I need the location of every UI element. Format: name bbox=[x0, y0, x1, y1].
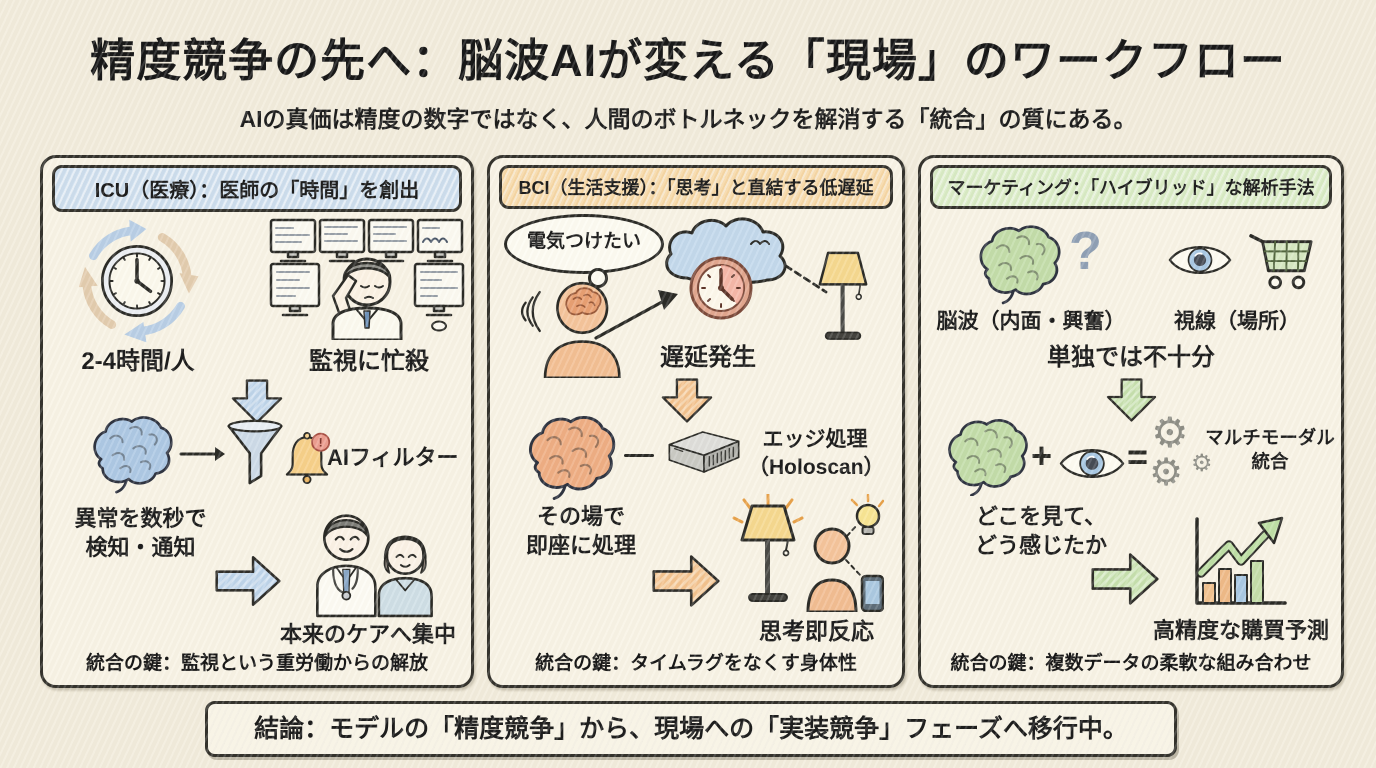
thought-person-icon bbox=[520, 281, 621, 378]
panel-icu: ICU（医療）：医師の「時間」を創出 bbox=[40, 155, 474, 688]
question-mark: ? bbox=[1069, 221, 1102, 281]
panel-bci: BCI（生活支援）：「思考」と直結する低遅延 電気つけたい bbox=[487, 155, 905, 688]
down-arrow-icon bbox=[658, 378, 716, 423]
bell-badge-text: ! bbox=[319, 436, 323, 450]
mkt-label-predict: 高精度な購買予測 bbox=[1152, 618, 1329, 643]
brain-icon bbox=[520, 412, 620, 500]
gear-icon: ⚙ bbox=[1191, 450, 1213, 477]
page-title: 精度競争の先へ：脳波AIが変える「現場」のワークフロー bbox=[90, 35, 1286, 86]
bci-label-edge: エッジ処理 （Holoscan） bbox=[748, 428, 885, 479]
panel-bci-footer: 統合の鍵：タイムラグをなくす身体性 bbox=[535, 653, 857, 674]
cycle-clock-icon bbox=[78, 219, 199, 343]
arrow-right-thin-icon bbox=[179, 447, 225, 461]
mkt-label-alone: 単独では不十分 bbox=[1047, 344, 1215, 371]
panel-bci-header: BCI（生活支援）：「思考」と直結する低遅延 bbox=[499, 165, 893, 209]
panel-marketing: マーケティング：「ハイブリッド」な解析手法 ? 脳波（内面・興奮） 視線（場所）… bbox=[918, 155, 1344, 688]
cloud-clock-icon bbox=[665, 217, 787, 320]
right-arrow-icon bbox=[215, 552, 281, 610]
eye-icon bbox=[1167, 238, 1233, 282]
monitor-wall-icon bbox=[269, 218, 465, 340]
mkt-label-eeg: 脳波（内面・興奮） bbox=[936, 310, 1126, 333]
panel-icu-header: ICU（医療）：医師の「時間」を創出 bbox=[52, 165, 462, 212]
panel-marketing-footer: 統合の鍵：複数データの柔軟な組み合わせ bbox=[950, 653, 1312, 674]
arrow-up-right-icon bbox=[594, 290, 678, 340]
bci-label-instant: 思考即反応 bbox=[759, 618, 874, 644]
growth-chart-icon bbox=[1195, 516, 1287, 605]
icu-label-monitoring: 監視に忙殺 bbox=[309, 348, 429, 375]
brain-icon bbox=[939, 416, 1033, 496]
panel-marketing-header: マーケティング：「ハイブリッド」な解析手法 bbox=[930, 165, 1332, 209]
icu-label-detect: 異常を数秒で 検知・通知 bbox=[74, 506, 207, 561]
brain-icon bbox=[85, 412, 177, 494]
bci-label-onsite: その場で 即座に処理 bbox=[525, 504, 636, 559]
plus-sign: + bbox=[1031, 435, 1053, 476]
gear-icon: ⚙ bbox=[1151, 409, 1189, 456]
conclusion-banner: 結論：モデルの「精度競争」から、現場への「実装競争」フェーズへ移行中。 bbox=[205, 701, 1177, 757]
smart-room-icon bbox=[732, 494, 884, 612]
alert-bell-icon: ! bbox=[285, 431, 331, 485]
right-arrow-icon bbox=[652, 552, 720, 610]
thought-bubble-tail bbox=[588, 268, 608, 288]
edge-device-icon bbox=[668, 431, 740, 473]
brain-icon bbox=[971, 220, 1065, 306]
thought-bubble: 電気つけたい bbox=[504, 214, 664, 274]
bci-label-delay: 遅延発生 bbox=[660, 344, 756, 371]
panel-icu-footer: 統合の鍵：監視という重労働からの解放 bbox=[85, 653, 428, 674]
mkt-label-gaze: 視線（場所） bbox=[1174, 310, 1300, 333]
connector-line bbox=[624, 454, 654, 457]
equals-sign: = bbox=[1127, 436, 1149, 477]
gear-icon: ⚙ bbox=[1149, 452, 1184, 494]
mkt-label-multimodal: マルチモーダル 統合 bbox=[1205, 427, 1335, 473]
icu-label-time: 2-4時間/人 bbox=[81, 348, 195, 375]
icu-label-ai-filter: AIフィルター bbox=[327, 445, 459, 470]
dashed-connector bbox=[784, 264, 828, 294]
lamp-icon bbox=[818, 251, 868, 340]
page-subtitle: AIの真価は精度の数字ではなく、人間のボトルネックを解消する「統合」の質にある。 bbox=[239, 106, 1137, 132]
funnel-icon bbox=[227, 419, 283, 485]
cart-icon bbox=[1249, 234, 1313, 290]
right-arrow-icon bbox=[1091, 550, 1159, 608]
mkt-label-where: どこを見て、 どう感じたか bbox=[974, 504, 1107, 559]
icu-label-care: 本来のケアへ集中 bbox=[279, 622, 456, 647]
doctor-nurse-icon bbox=[316, 514, 433, 618]
eye-icon bbox=[1058, 442, 1126, 485]
